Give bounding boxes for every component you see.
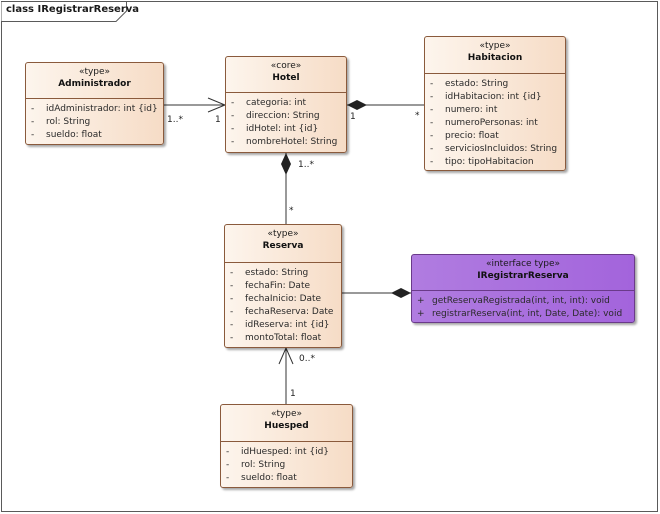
- attribute: -numero: int: [430, 105, 498, 115]
- frame-title-tab: [1, 1, 127, 22]
- attribute: -fechaFin: Date: [230, 281, 311, 291]
- attribute-list: -estado: String -idHabitacion: int {id} …: [425, 74, 565, 169]
- class-reserva[interactable]: «type» Reserva -estado: String -fechaFin…: [224, 224, 342, 348]
- attribute: -idHotel: int {id}: [231, 124, 319, 134]
- mult-hotel-reserva-hotel: 1..*: [298, 160, 314, 170]
- attribute: -categoria: int: [231, 98, 307, 108]
- class-header: «type» Huesped: [221, 405, 352, 442]
- attribute: -sueldo: float: [226, 473, 297, 483]
- class-name: Habitacion: [467, 53, 523, 63]
- mult-huesped-reserva-huesped: 1: [290, 389, 296, 399]
- class-header: «core» Hotel: [226, 57, 346, 93]
- attribute: -nombreHotel: String: [231, 137, 338, 147]
- class-huesped[interactable]: «type» Huesped -idHuesped: int {id} -rol…: [220, 404, 353, 488]
- attribute: -fechaInicio: Date: [230, 294, 322, 304]
- attribute: -direccion: String: [231, 111, 320, 121]
- mult-hotel-habitacion-hotel: 1: [350, 112, 356, 122]
- mult-admin-hotel-target: 1: [215, 115, 221, 125]
- class-name: IRegistrarReserva: [477, 271, 569, 281]
- mult-huesped-reserva-reserva: 0..*: [299, 354, 315, 364]
- operation-list: +getReservaRegistrada(int, int, int): vo…: [412, 291, 634, 321]
- operation: +registrarReserva(int, int, Date, Date):…: [417, 309, 623, 319]
- attribute: -numeroPersonas: int: [430, 118, 538, 128]
- class-name: Administrador: [58, 79, 131, 89]
- class-stereotype: «interface type»: [485, 259, 561, 269]
- attribute-list: -estado: String -fechaFin: Date -fechaIn…: [225, 263, 341, 345]
- frame-title: class IRegistrarReserva: [6, 4, 140, 15]
- attribute: -rol: String: [226, 460, 286, 470]
- class-header: «interface type» IRegistrarReserva: [412, 255, 634, 291]
- class-stereotype: «type»: [267, 229, 299, 239]
- attribute-list: -categoria: int -direccion: String -idHo…: [226, 93, 346, 149]
- composition-diamond-icon: [281, 153, 291, 175]
- attribute: -serviciosIncluidos: String: [430, 144, 558, 154]
- attribute: -idReserva: int {id}: [230, 320, 330, 330]
- attribute: -fechaReserva: Date: [230, 307, 334, 317]
- operation: +getReservaRegistrada(int, int, int): vo…: [417, 296, 610, 306]
- mult-admin-hotel-source: 1..*: [167, 115, 183, 125]
- class-name: Hotel: [272, 73, 300, 83]
- attribute: -idAdministrador: int {id}: [31, 104, 158, 114]
- attribute-list: -idHuesped: int {id} -rol: String -sueld…: [221, 442, 352, 485]
- attribute: -estado: String: [430, 79, 509, 89]
- attribute: -rol: String: [31, 117, 91, 127]
- class-header: «type» Habitacion: [425, 37, 565, 74]
- class-hotel[interactable]: «core» Hotel -categoria: int -direccion:…: [225, 56, 347, 153]
- interface-iregistrarreserva[interactable]: «interface type» IRegistrarReserva +getR…: [411, 254, 635, 323]
- class-stereotype: «type»: [78, 67, 111, 77]
- class-stereotype: «type»: [270, 409, 303, 419]
- attribute-list: -idAdministrador: int {id} -rol: String …: [26, 99, 163, 142]
- mult-hotel-habitacion-habitacion: *: [415, 111, 420, 121]
- class-header: «type» Reserva: [225, 225, 341, 263]
- class-name: Huesped: [264, 421, 309, 431]
- composition-diamond-icon: [347, 100, 367, 110]
- class-stereotype: «type»: [479, 41, 511, 51]
- class-name: Reserva: [262, 241, 304, 251]
- class-header: «type» Administrador: [26, 63, 163, 99]
- attribute: -precio: float: [430, 131, 499, 141]
- attribute: -idHuesped: int {id}: [226, 447, 330, 457]
- attribute: -estado: String: [230, 268, 309, 278]
- arrowhead-reserva-icon: [278, 346, 294, 365]
- mult-hotel-reserva-reserva: *: [289, 206, 294, 216]
- class-administrador[interactable]: «type» Administrador -idAdministrador: i…: [25, 62, 164, 145]
- composition-diamond-icon: [391, 288, 411, 298]
- attribute: -sueldo: float: [31, 130, 102, 140]
- attribute: -idHabitacion: int {id}: [430, 92, 542, 102]
- attribute: -montoTotal: float: [230, 333, 322, 343]
- attribute: -tipo: tipoHabitacion: [430, 157, 534, 167]
- class-stereotype: «core»: [270, 61, 302, 71]
- class-habitacion[interactable]: «type» Habitacion -estado: String -idHab…: [424, 36, 566, 171]
